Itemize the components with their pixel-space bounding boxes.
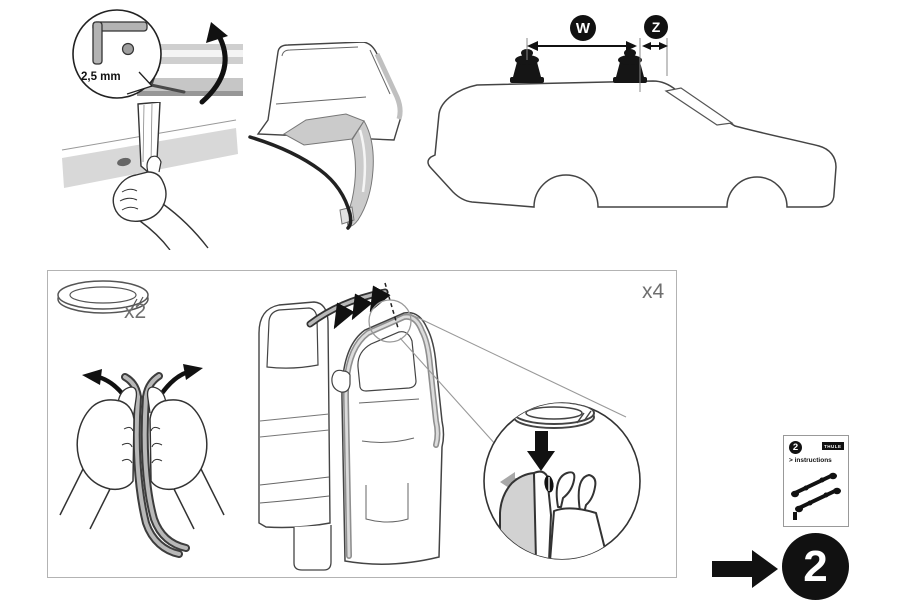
width-badge: W: [570, 15, 596, 41]
step-arrow-icon: [712, 550, 778, 588]
step-number: 2: [803, 541, 828, 591]
step-number-badge: 2: [782, 533, 849, 600]
clip-quantity-label: x4: [642, 280, 665, 303]
width-label: W: [576, 20, 591, 37]
card-title: > instructions: [789, 457, 832, 464]
overhang-label: Z: [652, 19, 661, 35]
right-hand: [146, 386, 225, 530]
car-open-door-illustration: [258, 282, 627, 571]
strip-quantity-label: x2: [124, 300, 146, 323]
curved-arrow-right-icon: [155, 364, 203, 402]
brand-logo: THULE: [821, 442, 844, 450]
magnifier-circle-icon: [368, 299, 412, 343]
door-corner-seal-illustration: [248, 42, 403, 230]
hand: [112, 155, 209, 250]
roof-foot-front: [613, 49, 647, 83]
edge-seal-strip: [374, 52, 403, 120]
car-roof-measurement-illustration: W Z: [427, 15, 837, 208]
open-door: [331, 311, 445, 565]
allen-key-icon: [92, 21, 148, 65]
door-trim-hand-illustration: [61, 102, 238, 250]
door-rail: [137, 44, 243, 96]
instructions-card: 2 THULE > instructions: [783, 435, 849, 527]
callout-circle: 2,5 mm: [72, 9, 162, 99]
tool-size-label: 2,5 mm: [81, 71, 121, 83]
rubber-strip-coil: [57, 280, 149, 314]
dimension-arrow-w: [527, 41, 637, 51]
side-mirror: [331, 369, 351, 393]
detail-coil: [513, 403, 595, 429]
left-hand: [59, 386, 138, 530]
dimension-guides: [526, 38, 668, 92]
small-part-icon: [793, 512, 797, 520]
fixing-hole: [117, 157, 131, 167]
car-body-outline: [427, 80, 837, 208]
curved-arrow-icon: [199, 22, 228, 105]
windshield: [664, 87, 734, 126]
apply-arrows: [333, 285, 391, 330]
dimension-arrow-z: [642, 42, 668, 50]
roof-bars-icon: [791, 472, 841, 513]
installation-steps-box: x2 x4: [47, 270, 677, 578]
car-rear: [258, 301, 332, 571]
clip-detail-circle: [483, 402, 641, 560]
screw-dot-icon: [121, 42, 135, 56]
allen-key-callout-illustration: 2,5 mm: [72, 9, 243, 105]
dashed-guide-line: [384, 282, 399, 329]
hands-pulling-strip-illustration: [59, 364, 225, 558]
overhang-badge: Z: [644, 15, 668, 39]
door-sill-line: [248, 135, 353, 230]
down-arrow-icon: [527, 431, 555, 471]
box-illustrations: x2 x4: [57, 280, 665, 571]
split-strip: [121, 372, 190, 558]
card-step-badge: 2: [789, 441, 802, 454]
